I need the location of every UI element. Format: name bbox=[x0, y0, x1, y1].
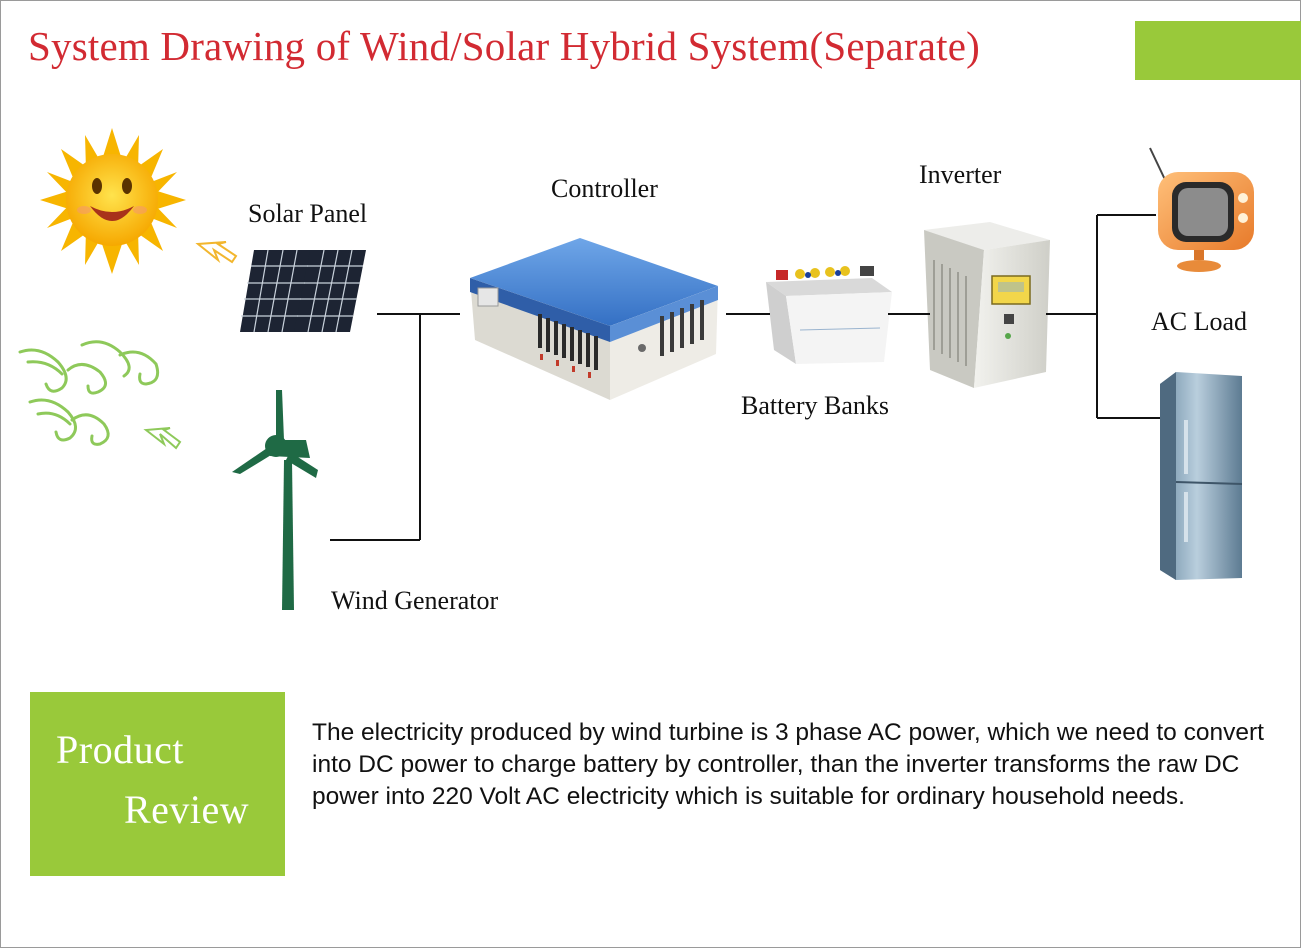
label-ac-load: AC Load bbox=[1151, 307, 1248, 336]
label-solar-panel: Solar Panel bbox=[248, 199, 368, 228]
review-description: The electricity produced by wind turbine… bbox=[312, 719, 1264, 810]
wind-arrow-icon bbox=[143, 427, 182, 450]
wind-icon bbox=[18, 340, 160, 446]
label-controller: Controller bbox=[551, 174, 658, 203]
refrigerator-icon bbox=[1160, 372, 1243, 580]
connection-lines bbox=[330, 214, 1160, 541]
sun-arrow-icon bbox=[195, 241, 238, 264]
controller-icon bbox=[470, 238, 718, 400]
label-inverter: Inverter bbox=[919, 160, 1002, 189]
review-title-line1: Product bbox=[56, 727, 184, 772]
accent-bar bbox=[1135, 21, 1301, 80]
inverter-icon bbox=[924, 222, 1050, 388]
page-title: System Drawing of Wind/Solar Hybrid Syst… bbox=[28, 23, 980, 69]
tv-icon bbox=[1149, 147, 1254, 272]
label-battery-banks: Battery Banks bbox=[741, 391, 890, 420]
product-review-box: Product Review bbox=[30, 692, 285, 876]
solar-panel-icon bbox=[240, 249, 366, 333]
battery-icon bbox=[766, 266, 892, 364]
sun-icon bbox=[40, 128, 186, 274]
label-wind-generator: Wind Generator bbox=[331, 586, 499, 615]
wind-turbine-icon bbox=[232, 390, 318, 610]
review-title-line2: Review bbox=[124, 787, 250, 832]
